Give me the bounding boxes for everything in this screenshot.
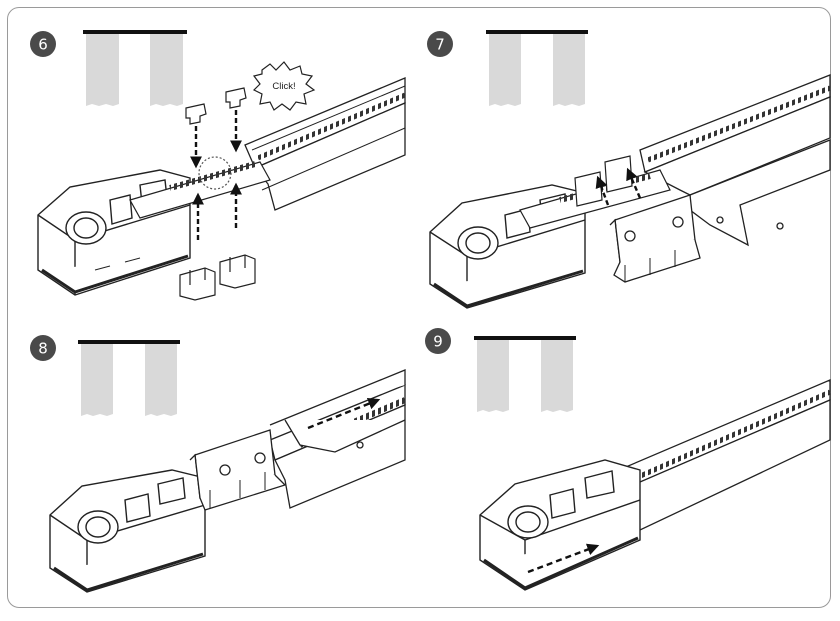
step-7-dashed-arrow-icons xyxy=(595,167,642,206)
step-9-badge xyxy=(425,328,451,354)
step-6-badge xyxy=(30,31,56,57)
step-6-dashed-arrow-icons xyxy=(190,110,242,240)
step-6-panel: 6 xyxy=(30,30,406,301)
step-8-number: 8 xyxy=(38,340,48,358)
step-7-rail xyxy=(639,74,831,247)
step-6-clip-bottom-left xyxy=(179,267,216,301)
step-9-number: 9 xyxy=(433,333,443,351)
step-8-motor-head xyxy=(49,469,206,593)
step-9-curtain-icon xyxy=(474,336,576,412)
step-7-number: 7 xyxy=(435,36,445,54)
step-8-dashed-arrow-icon xyxy=(307,397,381,430)
step-8-curtain-icon xyxy=(78,340,180,416)
step-8-bracket xyxy=(189,429,287,511)
step-8-rail xyxy=(269,369,407,509)
step-7-panel: 7 xyxy=(427,30,831,309)
step-6-clip-top-right xyxy=(225,87,247,109)
step-6-clip-top-left xyxy=(185,103,207,125)
step-6-clip-bottom-right xyxy=(219,254,256,289)
step-7-curtain-icon xyxy=(486,30,588,106)
step-7-bracket xyxy=(609,194,701,283)
step-7-badge xyxy=(427,31,453,57)
step-8-badge xyxy=(30,335,56,361)
click-callout-text: Click! xyxy=(272,81,295,92)
step-9-panel: 9 xyxy=(425,328,832,591)
step-6-gear-track xyxy=(129,156,271,219)
step-6-curtain-icon xyxy=(83,30,187,106)
step-8-panel: 8 xyxy=(30,335,407,593)
step-6-rail xyxy=(244,77,406,211)
step-6-number: 6 xyxy=(38,36,48,54)
click-burst-icon: Click! xyxy=(252,61,316,111)
step-9-motor-head xyxy=(479,459,641,591)
step-9-dashed-arrow-icon xyxy=(527,543,600,574)
